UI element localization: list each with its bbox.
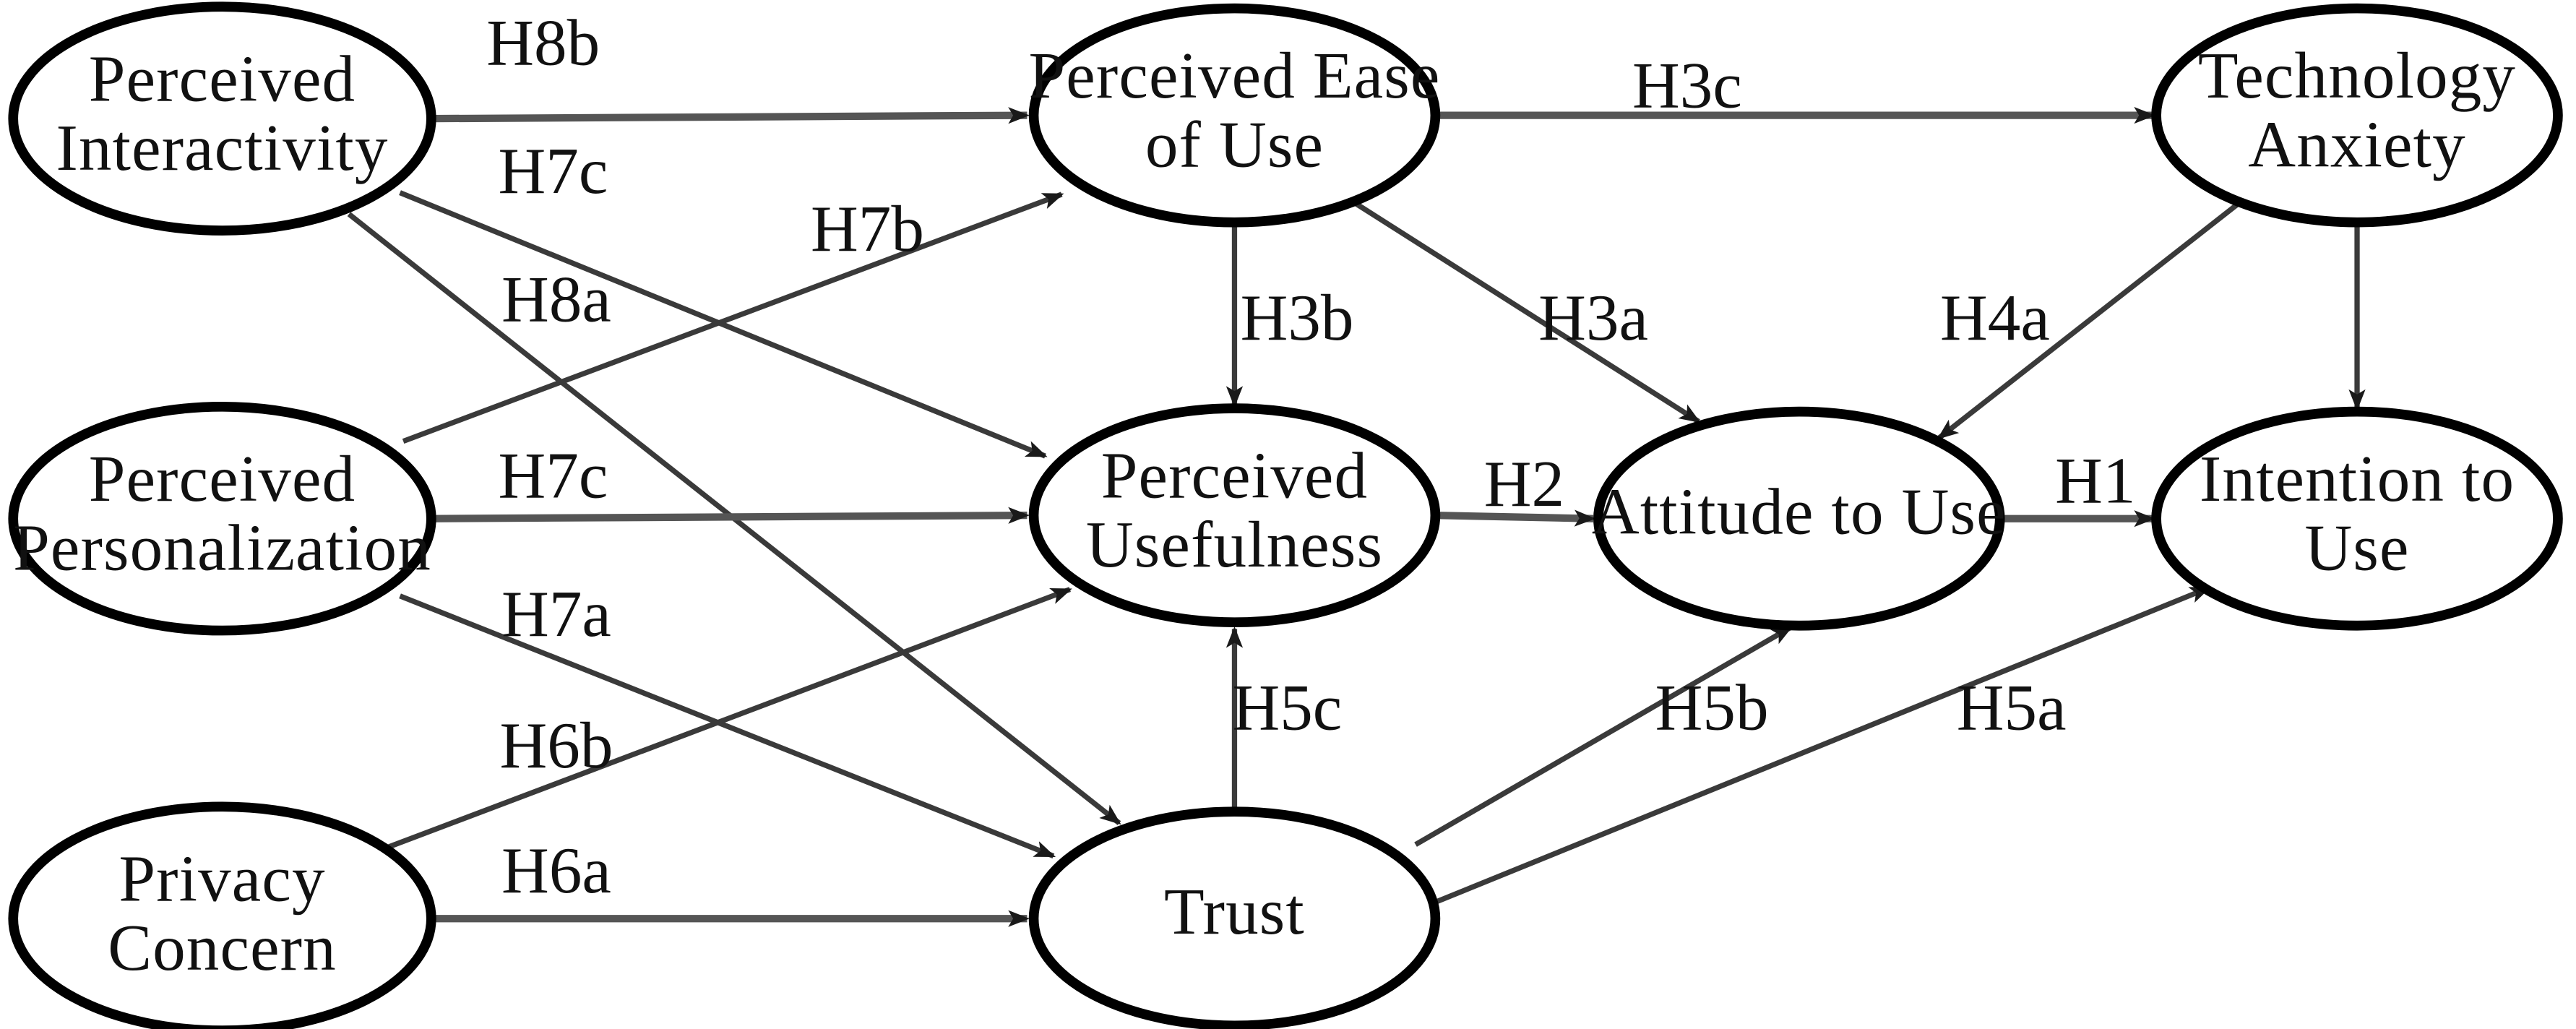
edge-h7c-personalization <box>431 507 1030 524</box>
node-label-perceived-usefulness-line1: Perceived <box>1101 439 1368 512</box>
edge-h7c-interactivity <box>399 190 1048 459</box>
edge-line-h8b <box>431 107 1030 124</box>
edge-line-h7a <box>399 593 1056 859</box>
node-label-privacy-concern-line1: Privacy <box>119 843 325 916</box>
node-label-technology-anxiety-line1: Technology <box>2198 39 2516 112</box>
edge-label-h4a: H4a <box>1940 281 2050 354</box>
node-label-privacy-concern-line2: Concern <box>108 911 337 984</box>
node-label-perceived-personalization-line2: Personalization <box>13 512 431 585</box>
node-shape-perceived-usefulness[interactable] <box>1028 403 1441 628</box>
node-label-attitude-to-use-line1: Attitude to Use <box>1592 475 2007 548</box>
node-trust[interactable]: Trust <box>1028 806 1441 1029</box>
edge-h7a <box>399 593 1056 859</box>
node-shape-trust[interactable] <box>1028 806 1441 1029</box>
edge-line-h7c-personalization <box>431 507 1030 524</box>
edge-label-h7a: H7a <box>501 577 611 650</box>
edge-line-h3a <box>1345 195 1701 424</box>
edge-label-h3b: H3b <box>1241 281 1354 354</box>
edge-label-h6a: H6a <box>501 834 611 907</box>
edge-line-h4a <box>1937 199 2244 440</box>
edge-label-h5c: H5c <box>1232 671 1342 744</box>
edge-line-h2 <box>1435 509 1596 527</box>
edge-h5a <box>1434 585 2212 905</box>
edge-h7b <box>402 191 1064 444</box>
node-label-perceived-usefulness-line2: Usefulness <box>1086 508 1383 581</box>
edge-label-h3c: H3c <box>1632 49 1742 122</box>
edge-h8b <box>431 107 1030 124</box>
edge-label-h6b: H6b <box>499 709 613 782</box>
node-shape-intention-to-use[interactable] <box>2151 406 2563 631</box>
edge-label-h8b: H8b <box>486 6 600 79</box>
node-label-intention-to-use-line2: Use <box>2304 512 2409 585</box>
edges-layer <box>347 106 2366 927</box>
node-shape-perceived-ease-of-use[interactable] <box>1028 3 1441 228</box>
edge-line-h5a <box>1434 585 2212 905</box>
edge-label-h8a: H8a <box>501 263 611 336</box>
edge-h2 <box>1435 509 1596 527</box>
edge-line-h7c-interactivity <box>399 190 1048 459</box>
edge-label-h7c-personalization: H7c <box>498 439 608 512</box>
node-shape-privacy-concern[interactable] <box>8 801 436 1029</box>
edge-h4a <box>1937 199 2244 440</box>
node-label-perceived-interactivity-line1: Perceived <box>89 42 356 115</box>
node-label-perceived-ease-of-use-line2: of Use <box>1145 108 1324 181</box>
node-label-perceived-ease-of-use-line1: Perceived Ease <box>1029 39 1441 112</box>
node-shape-perceived-interactivity[interactable] <box>8 1 436 236</box>
edge-h3a <box>1345 195 1701 424</box>
node-label-technology-anxiety-line2: Anxiety <box>2248 108 2466 181</box>
node-shape-perceived-personalization[interactable] <box>8 401 436 636</box>
edge-h5b <box>1414 624 1793 847</box>
edge-label-h2: H2 <box>1484 447 1564 520</box>
node-shape-technology-anxiety[interactable] <box>2151 3 2563 228</box>
edge-label-h1: H1 <box>2055 444 2135 517</box>
node-shape-attitude-to-use[interactable] <box>1593 406 2005 631</box>
node-label-intention-to-use-line1: Intention to <box>2200 442 2515 515</box>
edge-label-h5a: H5a <box>1957 671 2067 744</box>
node-label-trust-line1: Trust <box>1164 875 1305 948</box>
node-label-perceived-interactivity-line2: Interactivity <box>56 111 389 184</box>
edge-line-h5b <box>1414 624 1793 847</box>
edge-label-h7b: H7b <box>811 192 924 265</box>
edge-label-h5b: H5b <box>1655 671 1769 744</box>
edge-line-h6b <box>381 587 1072 852</box>
edge-h6b <box>381 587 1072 852</box>
edge-line-h7b <box>402 191 1064 444</box>
edge-label-h3a: H3a <box>1538 281 1648 354</box>
node-label-perceived-personalization-line1: Perceived <box>89 442 356 515</box>
node-attitude-to-use[interactable]: Attitude to Use <box>1592 406 2007 631</box>
edge-label-h7c-interactivity: H7c <box>498 134 608 207</box>
